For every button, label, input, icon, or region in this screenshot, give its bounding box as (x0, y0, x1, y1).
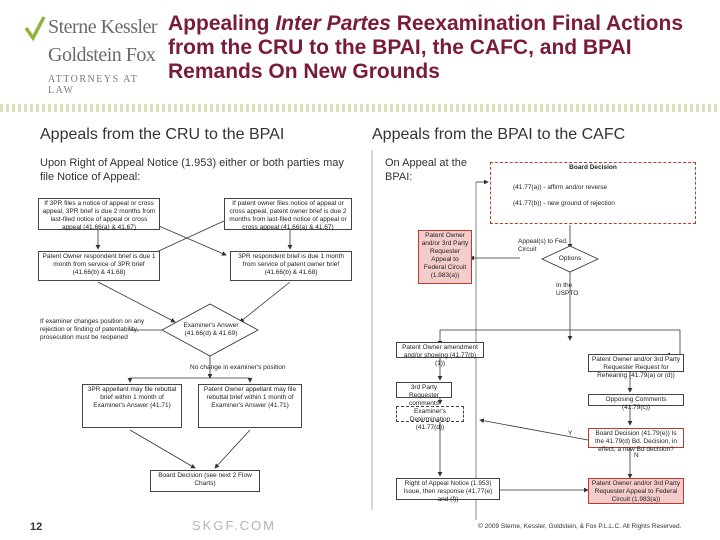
reopen-prosecution-label: If examiner changes position on any reje… (40, 318, 145, 341)
box-opposing-comments: Opposing Comments (41.79(c)) (588, 394, 684, 411)
box-3pr-respondent-brief: 3PR respondent brief is due 1 month from… (230, 251, 352, 281)
box-3pr-brief: If 3PR files a notice of appeal or cross… (38, 198, 160, 231)
checkmark-logo-icon (24, 16, 46, 42)
right-heading: Appeals from the BPAI to the CAFC (372, 126, 626, 143)
footer-site: SKGF.COM (192, 518, 276, 533)
footer-copyright: © 2009 Sterne, Kessler, Goldstein, & Fox… (478, 523, 682, 530)
box-3pr-comments: 3rd Party Requester comments (41.77(c)) (396, 382, 452, 415)
box-po-respondent-brief: Patent Owner respondent brief is due 1 m… (38, 251, 160, 281)
box-appeal-fed-circuit-2: Patent Owner and/or 3rd Party Requester … (588, 478, 684, 504)
box-examiners-determination: Examiner's Determination (41.77(d)) (396, 406, 464, 431)
left-heading: Appeals from the CRU to the BPAI (40, 126, 285, 143)
logo-line-1: Sterne Kessler (48, 16, 158, 38)
yes-label: Y (568, 430, 573, 437)
in-uspto-label: In the USPTO (556, 282, 579, 297)
slide-title: Appealing Inter Partes Reexamination Fin… (168, 12, 713, 84)
examiners-answer-diamond (161, 303, 259, 357)
company-logo: Sterne Kessler Goldstein Fox ATTORNEYS A… (18, 10, 158, 100)
board-decision-new-ground: (41.77(b)) - new ground of rejection (513, 200, 615, 207)
options-diamond (541, 245, 599, 273)
box-po-rebuttal: Patent Owner appellant may file rebuttal… (198, 384, 302, 428)
appeals-fed-circuit-label: Appeal(s) to Fed. Circuit (518, 238, 568, 253)
page-number: 12 (30, 521, 43, 533)
logo-line-3: ATTORNEYS AT LAW (48, 74, 139, 96)
board-decision-affirm: (41.77(a)) - affirm and/or reverse (513, 184, 608, 191)
examiners-answer-label: Examiner's Answer (41.66(d) & 41.69) (183, 322, 239, 337)
box-board-decision-rehearing: Board Decision (41.79(e)) Is the 41.79(d… (588, 428, 684, 453)
title-divider (0, 104, 720, 112)
box-patent-owner-brief: If patent owner files notice of appeal o… (224, 198, 352, 231)
title-part-1: Appealing (168, 12, 276, 35)
box-right-of-appeal-notice: Right of Appeal Notice (1.953) Issue, th… (396, 478, 500, 503)
box-request-rehearing: Patent Owner and/or 3rd Party Requester … (588, 354, 684, 379)
left-subheading: Upon Right of Appeal Notice (1.953) eith… (40, 157, 344, 183)
board-decision-title: Board Decision (569, 164, 617, 171)
options-label: Options (558, 255, 582, 262)
title-italic: Inter Partes (275, 12, 391, 35)
no-change-label: No change in examiner's position (190, 364, 286, 371)
no-label: N (634, 452, 639, 459)
box-board-decision-right: Board Decision (41.77(a)) - affirm and/o… (490, 162, 696, 224)
box-po-amendment: Patent Owner amendment and/or showing (4… (396, 342, 484, 367)
box-board-decision-left: Board Decision (see next 2 Flow Charts) (150, 470, 260, 492)
box-appeal-fed-circuit-1: Patent Owner and/or 3rd Party Requester … (418, 230, 472, 284)
logo-line-2: Goldstein Fox (48, 44, 156, 66)
title-part-2: Reexamination Final Actions from the CRU… (168, 12, 684, 83)
box-3pr-rebuttal: 3PR appellant may file rebuttal brief wi… (82, 384, 182, 428)
right-subheading: On Appeal at the BPAI: (385, 157, 467, 183)
